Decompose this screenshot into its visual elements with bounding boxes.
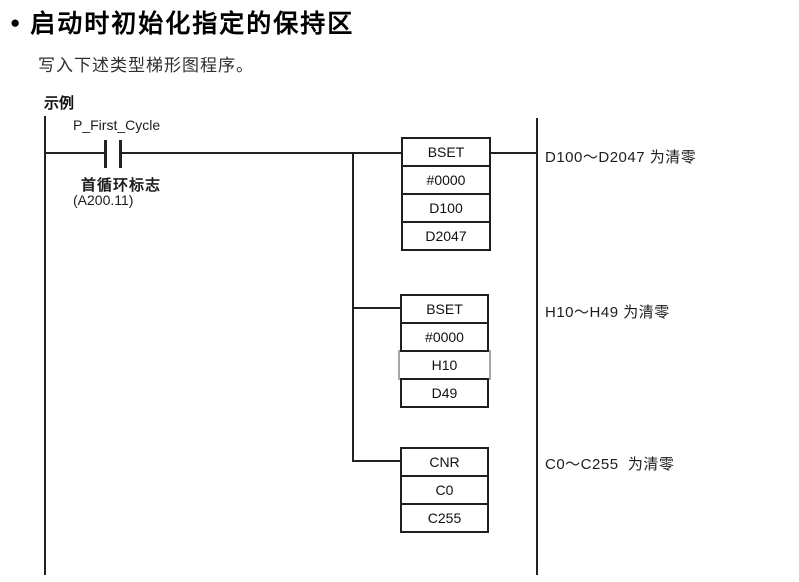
rung-line-right [122, 152, 402, 154]
no-contact-bar-left-icon [104, 140, 107, 168]
comment-block2: H10～H49 为清零 [545, 304, 670, 321]
no-contact-bar-right-icon [119, 140, 122, 168]
instruction-cell: D2047 [401, 221, 491, 251]
instruction-block-bset-1: BSET #0000 D100 D2047 [401, 137, 491, 251]
instruction-cell: D100 [401, 193, 491, 223]
left-power-rail [44, 116, 46, 575]
branch-line-block3 [352, 460, 402, 462]
contact-label: P_First_Cycle [73, 117, 161, 133]
rung-line-left [44, 152, 106, 154]
section-header: ● 启动时初始化指定的保持区 [10, 4, 354, 40]
comment-block3: C0～C255 为清零 [545, 456, 675, 473]
right-power-rail [536, 118, 538, 575]
instruction-cell: BSET [400, 294, 489, 324]
contact-description: 首循环标志 [81, 177, 162, 194]
instruction-cell: CNR [400, 447, 489, 477]
branch-line-block2 [352, 307, 402, 309]
contact-address: (A200.11) [73, 192, 134, 208]
example-label: 示例 [44, 95, 75, 112]
bullet-icon: ● [10, 12, 21, 32]
block1-output-line [491, 152, 536, 154]
instruction-cell: D49 [400, 378, 489, 408]
instruction-cell: C255 [400, 503, 489, 533]
instruction-cell: BSET [401, 137, 491, 167]
instruction-cell: C0 [400, 475, 489, 505]
comment-block1: D100～D2047 为清零 [545, 149, 697, 166]
instruction-block-cnr: CNR C0 C255 [400, 447, 489, 533]
page-title: 启动时初始化指定的保持区 [30, 10, 355, 38]
instruction-cell: #0000 [400, 322, 489, 352]
instruction-block-bset-2: BSET #0000 H10 D49 [398, 294, 491, 408]
page-subtitle: 写入下述类型梯形图程序。 [38, 56, 254, 75]
instruction-cell-highlighted: H10 [398, 350, 491, 380]
instruction-cell: #0000 [401, 165, 491, 195]
